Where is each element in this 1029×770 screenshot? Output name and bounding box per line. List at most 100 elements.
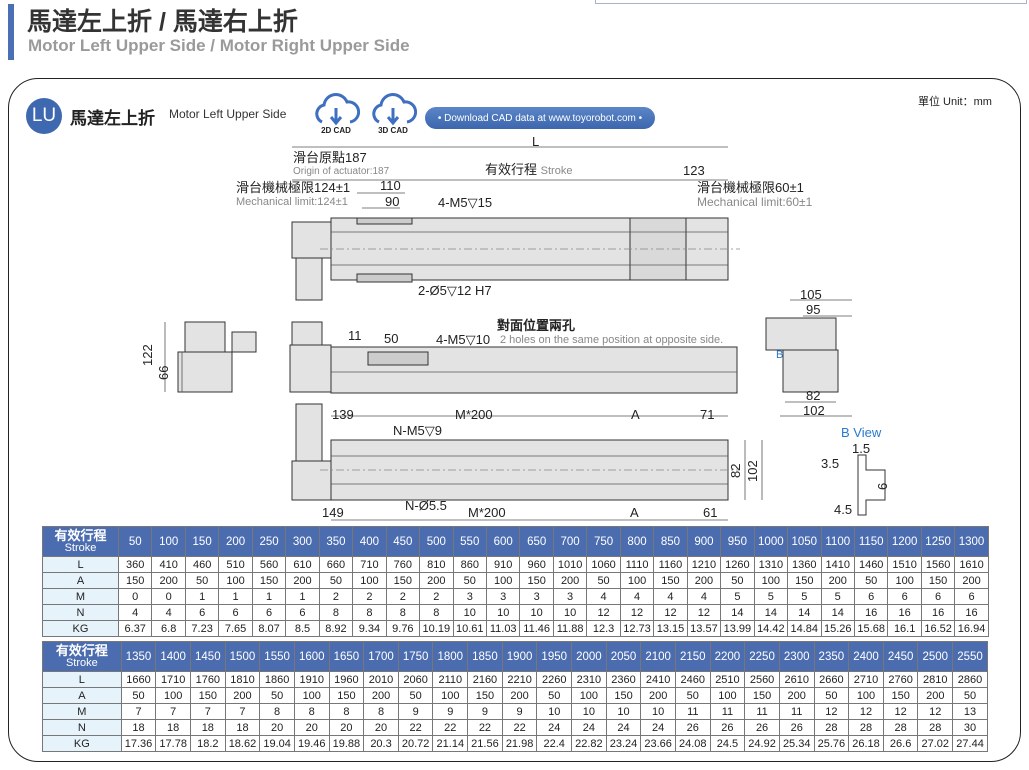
table-cell: 26.6 (882, 735, 919, 752)
table-cell: 10 (571, 703, 607, 720)
stroke-value: 2000 (571, 641, 607, 672)
dim-m200-top: M*200 (455, 407, 493, 422)
table-cell: 12 (813, 703, 850, 720)
table-cell: 1560 (920, 556, 956, 573)
table-cell: 14 (720, 604, 755, 621)
table-cell: 610 (285, 556, 320, 573)
table-cell: 100 (571, 687, 607, 704)
row-label: L (42, 671, 122, 688)
table-cell: 21.14 (432, 735, 469, 752)
stroke-value: 1700 (363, 641, 399, 672)
table-cell: 9.34 (352, 620, 387, 637)
table-cell: 50 (674, 687, 711, 704)
table-cell: 50 (120, 687, 157, 704)
table-cell: 150 (744, 687, 780, 704)
stroke-value: 350 (318, 526, 354, 557)
table-cell: 16 (887, 604, 922, 621)
table-cell: 760 (385, 556, 421, 573)
table-cell: 6 (887, 588, 922, 605)
table-cell: 22.82 (571, 735, 607, 752)
stroke-value: 2550 (952, 641, 988, 672)
stroke-cn: 有效行程 (485, 162, 538, 177)
table-cell: 12 (686, 604, 722, 621)
table-cell: 12 (586, 604, 621, 621)
dim-11: 11 (348, 328, 362, 343)
technical-drawing (164, 146, 886, 521)
table-cell: 150 (605, 687, 642, 704)
table-cell: 25.34 (778, 735, 815, 752)
dim-110: 110 (380, 178, 401, 193)
stroke-value: 1850 (467, 641, 503, 672)
table-cell: 100 (709, 687, 746, 704)
table-cell: 2260 (536, 671, 573, 688)
table-cell: 1060 (586, 556, 621, 573)
table-cell: 50 (397, 687, 434, 704)
stroke-value: 600 (485, 526, 521, 557)
table-cell: 9 (501, 703, 538, 720)
cad-2d-button[interactable]: 2D CAD (312, 92, 360, 138)
top-frame (595, 0, 1027, 4)
table-cell: 14.42 (753, 620, 789, 637)
table-cell: 2110 (432, 671, 469, 688)
table-cell: 410 (151, 556, 186, 573)
dim-A-top: A (631, 407, 640, 422)
cad-3d-button[interactable]: 3D CAD (369, 92, 417, 138)
table-cell: 18.62 (224, 735, 261, 752)
table-cell: 8 (352, 604, 387, 621)
table-cell: 1910 (293, 671, 330, 688)
table-cell: 20.3 (363, 735, 399, 752)
table-cell: 22.4 (536, 735, 573, 752)
stroke-value: 100 (151, 526, 186, 557)
row-label: L (42, 556, 119, 573)
stroke-value: 1350 (120, 641, 157, 672)
table-cell: 9 (397, 703, 434, 720)
download-cad-link[interactable]: • Download CAD data at www.toyorobot.com… (425, 107, 655, 129)
table-cell: 150 (519, 572, 554, 589)
dim-A-bottom: A (630, 505, 639, 520)
table-cell: 12 (848, 703, 884, 720)
stroke-value: 2100 (640, 641, 676, 672)
table-cell: 6.8 (151, 620, 186, 637)
table-cell: 6 (853, 588, 889, 605)
table-cell: 50 (813, 687, 850, 704)
table-cell: 4 (586, 588, 621, 605)
table-cell: 15.68 (853, 620, 889, 637)
table-cell: 13.57 (686, 620, 722, 637)
table-cell: 2760 (882, 671, 919, 688)
table-cell: 22 (397, 719, 434, 736)
table-cell: 2 (318, 588, 354, 605)
stroke-value: 2150 (674, 641, 711, 672)
table-cell: 8 (385, 604, 421, 621)
table-cell: 6.37 (117, 620, 153, 637)
table-cell: 19.04 (259, 735, 295, 752)
dim-82: 82 (806, 388, 821, 403)
stroke-header-cn: 有效行程 (55, 642, 108, 658)
table-cell: 26.18 (848, 735, 884, 752)
table-cell: 10 (452, 604, 487, 621)
slider-side (367, 351, 429, 366)
table-cell: 4 (117, 604, 153, 621)
table-cell: 150 (385, 572, 421, 589)
table-cell: 6 (218, 604, 253, 621)
row-label: N (42, 719, 122, 736)
table-cell: 2860 (952, 671, 988, 688)
table-cell: 18.2 (190, 735, 226, 752)
table-cell: 1760 (190, 671, 226, 688)
table-cell: 200 (954, 572, 989, 589)
table-cell: 10 (485, 604, 521, 621)
table-cell: 1510 (887, 556, 922, 573)
table-cell: 1 (218, 588, 253, 605)
dim-82-vertical: 82 (728, 463, 743, 478)
stroke-value: 1150 (853, 526, 889, 557)
table-cell: 0 (151, 588, 186, 605)
table-cell: 8 (328, 703, 365, 720)
origin-cn: 滑台原點187 (293, 150, 367, 165)
table-cell: 810 (419, 556, 454, 573)
motor-gearbox-top (291, 221, 332, 259)
